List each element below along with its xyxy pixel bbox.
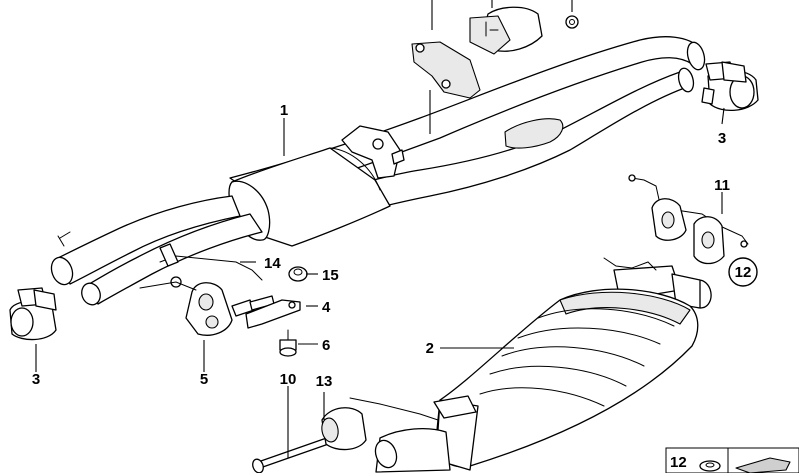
clamp-lower (9, 287, 57, 341)
legend-label-12: 12 (670, 454, 687, 471)
front-pipe-assembly (50, 36, 706, 306)
legend-box: 12 (665, 447, 799, 473)
rear-silencer (349, 257, 712, 473)
arrow-shim-icon (735, 457, 791, 473)
callout-12: 12 (735, 264, 752, 281)
leader-lines (35, 107, 725, 458)
callout-2: 2 (426, 340, 434, 357)
callout-3-left: 3 (32, 371, 40, 388)
washer-icon (699, 460, 721, 472)
callout-11: 11 (714, 177, 730, 194)
bolt-and-rubber (252, 407, 367, 473)
callout-15: 15 (322, 267, 339, 284)
clamp-upper (701, 61, 759, 111)
rear-hanger-group (628, 174, 749, 265)
callout-5: 5 (200, 371, 208, 388)
callout-6: 6 (322, 337, 330, 354)
callout-14: 14 (264, 255, 281, 272)
callout-labels: 1 2 3 3 4 5 6 10 11 12 13 14 15 (32, 102, 758, 390)
callout-3-right: 3 (718, 130, 726, 147)
callout-1: 1 (280, 102, 288, 119)
callout-12-circle (728, 257, 758, 287)
callout-4: 4 (322, 299, 331, 316)
callout-13: 13 (316, 373, 333, 390)
top-hanger-group (411, 0, 579, 134)
callout-10: 10 (280, 371, 297, 388)
lower-hanger-group (139, 243, 308, 357)
